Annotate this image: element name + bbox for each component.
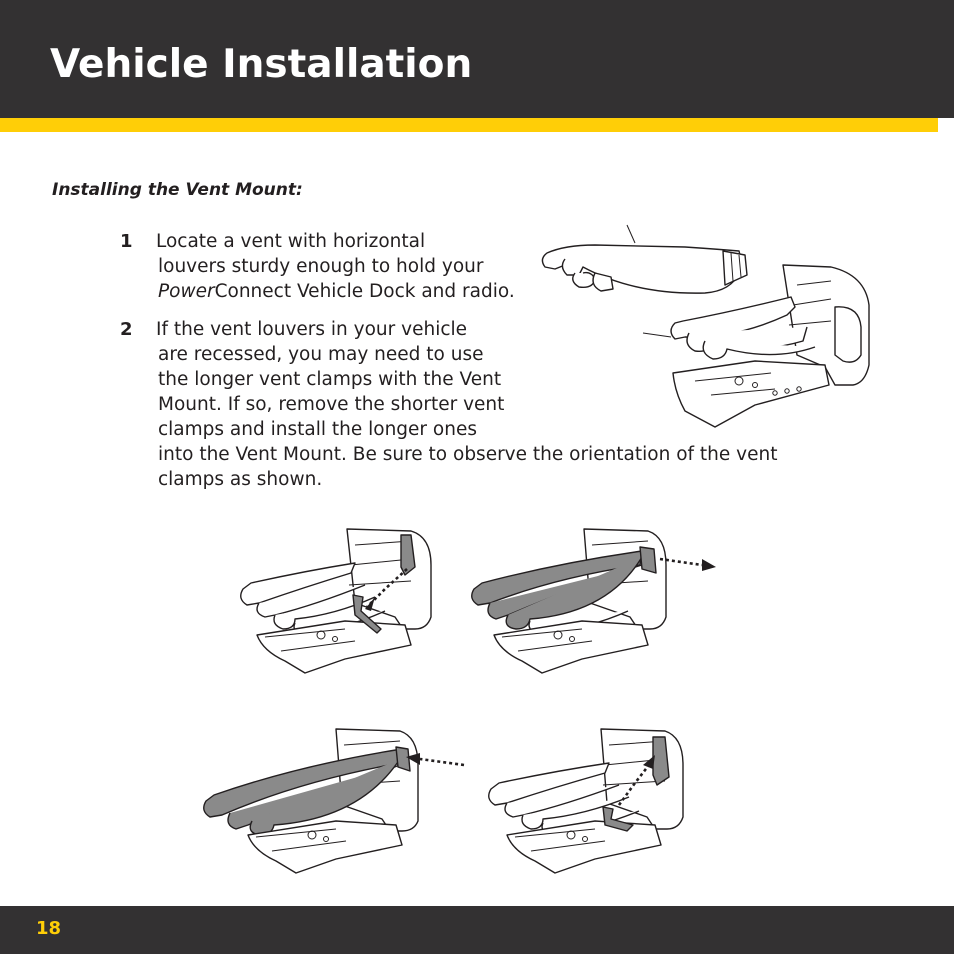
accent-bar xyxy=(0,118,954,132)
step-2-line-4: Mount. If so, remove the shorter vent xyxy=(158,394,505,415)
step-2-line-5: clamps and install the longer ones xyxy=(158,419,477,440)
page-footer xyxy=(0,906,954,954)
step-2-number: 2 xyxy=(120,319,133,340)
clamp-removal-illustration xyxy=(240,528,432,674)
step-2-line-3: the longer vent clamps with the Vent xyxy=(158,369,502,390)
step-2-line-6: into the Vent Mount. Be sure to observe … xyxy=(158,444,778,465)
clamp-reattach-illustration xyxy=(488,728,684,874)
long-clamp-extraction-illustration xyxy=(471,528,716,674)
step-1-line-2: louvers sturdy enough to hold your xyxy=(158,256,484,277)
page-number: 18 xyxy=(36,918,62,939)
step-1-line-3-italic: Power xyxy=(158,281,215,302)
step-1-number: 1 xyxy=(120,231,133,252)
step-1-line-1: Locate a vent with horizontal xyxy=(156,231,426,252)
step-2-line-1: If the vent louvers in your vehicle xyxy=(156,319,468,340)
page-header: Vehicle Installation xyxy=(0,0,954,118)
step-1-line-3-rest: Connect Vehicle Dock and radio. xyxy=(214,281,515,302)
step-2-line-2: are recessed, you may need to use xyxy=(158,344,484,365)
page-title: Vehicle Installation xyxy=(50,42,473,87)
long-clamp-insertion-illustration xyxy=(203,728,465,874)
accent-bar-fill xyxy=(0,118,938,132)
vent-mount-exploded-illustration xyxy=(541,224,870,428)
step-2-line-7: clamps as shown. xyxy=(158,469,323,490)
section-heading: Installing the Vent Mount: xyxy=(52,180,303,200)
step-1-line-3: PowerConnect Vehicle Dock and radio. xyxy=(158,279,515,304)
